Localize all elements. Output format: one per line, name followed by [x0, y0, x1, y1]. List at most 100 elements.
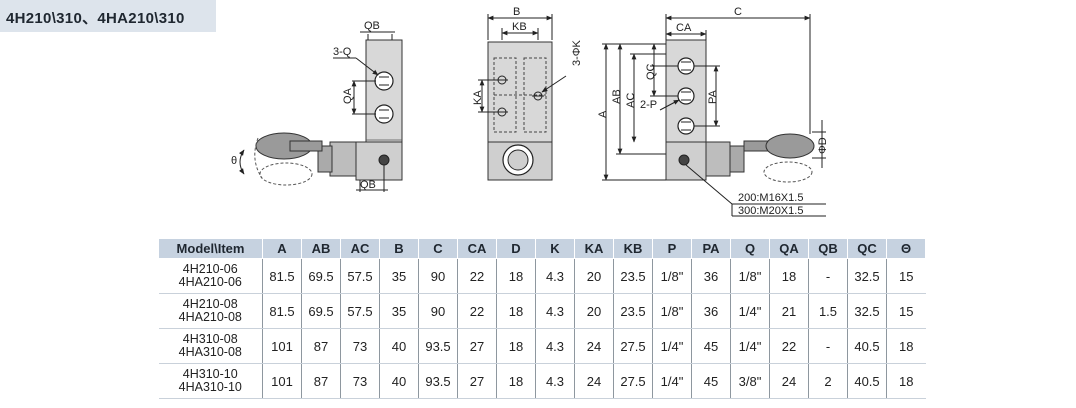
- value-cell: 27.5: [613, 363, 653, 399]
- header-p: P: [652, 238, 692, 259]
- value-cell: 93.5: [418, 363, 458, 399]
- value-cell: 90: [418, 258, 458, 294]
- pa-label: PA: [707, 89, 719, 104]
- value-cell: 87: [301, 363, 341, 399]
- ca-label: CA: [676, 22, 692, 34]
- ka-label: KA: [472, 90, 484, 105]
- value-cell: 87: [301, 328, 341, 364]
- value-cell: -: [808, 328, 848, 364]
- model-name: 4H310-10: [182, 367, 238, 381]
- value-cell: 24: [574, 328, 614, 364]
- thread-200-label: 200:M16X1.5: [738, 192, 803, 204]
- value-cell: 20: [574, 293, 614, 329]
- value-cell: 3/8": [730, 363, 770, 399]
- qb-bottom-label: QB: [360, 179, 376, 191]
- spec-header-row: Model\Item A AB AC B C CA D K KA KB P PA…: [158, 238, 926, 259]
- value-cell: 93.5: [418, 328, 458, 364]
- value-cell: 24: [769, 363, 809, 399]
- qc-label: QC: [645, 63, 657, 80]
- three-phi-k-label: 3-ΦK: [571, 39, 583, 66]
- model-name: 4H210-06: [182, 262, 238, 276]
- header-b: B: [379, 238, 419, 259]
- value-cell: 22: [457, 258, 497, 294]
- value-cell: 27: [457, 328, 497, 364]
- spec-table: Model\Item A AB AC B C CA D K KA KB P PA…: [158, 238, 926, 399]
- title-tab: 4H210\310、4HA210\310: [0, 0, 216, 32]
- value-cell: 27: [457, 363, 497, 399]
- header-d: D: [496, 238, 536, 259]
- value-cell: 57.5: [340, 258, 380, 294]
- value-cell: 18: [496, 363, 536, 399]
- rear-view: C CA A AB AC QC 2-P PA ΦD 200:M16X: [597, 6, 829, 217]
- value-cell: 1/8": [652, 258, 692, 294]
- value-cell: 4.3: [535, 363, 575, 399]
- value-cell: 36: [691, 293, 731, 329]
- model-name-alt: 4HA210-06: [178, 275, 242, 289]
- value-cell: 36: [691, 258, 731, 294]
- model-name-alt: 4HA210-08: [178, 310, 242, 324]
- value-cell: 18: [496, 258, 536, 294]
- value-cell: 4.3: [535, 328, 575, 364]
- value-cell: 1/8": [730, 258, 770, 294]
- header-c: C: [418, 238, 458, 259]
- value-cell: 81.5: [262, 258, 302, 294]
- value-cell: 24: [574, 363, 614, 399]
- header-q: Q: [730, 238, 770, 259]
- value-cell: 32.5: [847, 293, 887, 329]
- value-cell: 27.5: [613, 328, 653, 364]
- value-cell: 40: [379, 363, 419, 399]
- header-ca: CA: [457, 238, 497, 259]
- value-cell: 40.5: [847, 363, 887, 399]
- value-cell: 22: [457, 293, 497, 329]
- header-qa: QA: [769, 238, 809, 259]
- value-cell: 20: [574, 258, 614, 294]
- header-qc: QC: [847, 238, 887, 259]
- value-cell: 81.5: [262, 293, 302, 329]
- phi-d-label: ΦD: [817, 137, 829, 154]
- theta-label: θ: [231, 155, 237, 167]
- value-cell: 18: [496, 293, 536, 329]
- page-title: 4H210\310、4HA210\310: [6, 10, 185, 27]
- value-cell: 2: [808, 363, 848, 399]
- value-cell: 69.5: [301, 293, 341, 329]
- value-cell: 21: [769, 293, 809, 329]
- value-cell: 4.3: [535, 258, 575, 294]
- side-view: θ QB 3-Q QA QB: [231, 20, 403, 192]
- a-label: A: [597, 110, 609, 118]
- value-cell: 1/4": [652, 363, 692, 399]
- value-cell: 18: [886, 363, 926, 399]
- model-name: 4H210-08: [182, 297, 238, 311]
- value-cell: 23.5: [613, 293, 653, 329]
- value-cell: 15: [886, 258, 926, 294]
- value-cell: 1.5: [808, 293, 848, 329]
- header-a: A: [262, 238, 302, 259]
- header-model: Model\Item: [158, 238, 263, 259]
- value-cell: 73: [340, 328, 380, 364]
- header-theta: Θ: [886, 238, 926, 259]
- value-cell: 18: [496, 328, 536, 364]
- value-cell: 73: [340, 363, 380, 399]
- b-label: B: [513, 6, 520, 18]
- technical-drawing: θ QB 3-Q QA QB B: [231, 6, 829, 217]
- value-cell: 90: [418, 293, 458, 329]
- value-cell: -: [808, 258, 848, 294]
- value-cell: 69.5: [301, 258, 341, 294]
- value-cell: 35: [379, 258, 419, 294]
- value-cell: 1/4": [652, 328, 692, 364]
- model-name: 4H310-08: [182, 332, 238, 346]
- value-cell: 15: [886, 293, 926, 329]
- model-name-alt: 4HA310-08: [178, 345, 242, 359]
- c-label: C: [734, 6, 742, 18]
- header-qb: QB: [808, 238, 848, 259]
- value-cell: 1/4": [730, 293, 770, 329]
- value-cell: 22: [769, 328, 809, 364]
- model-name-alt: 4HA310-10: [178, 380, 242, 394]
